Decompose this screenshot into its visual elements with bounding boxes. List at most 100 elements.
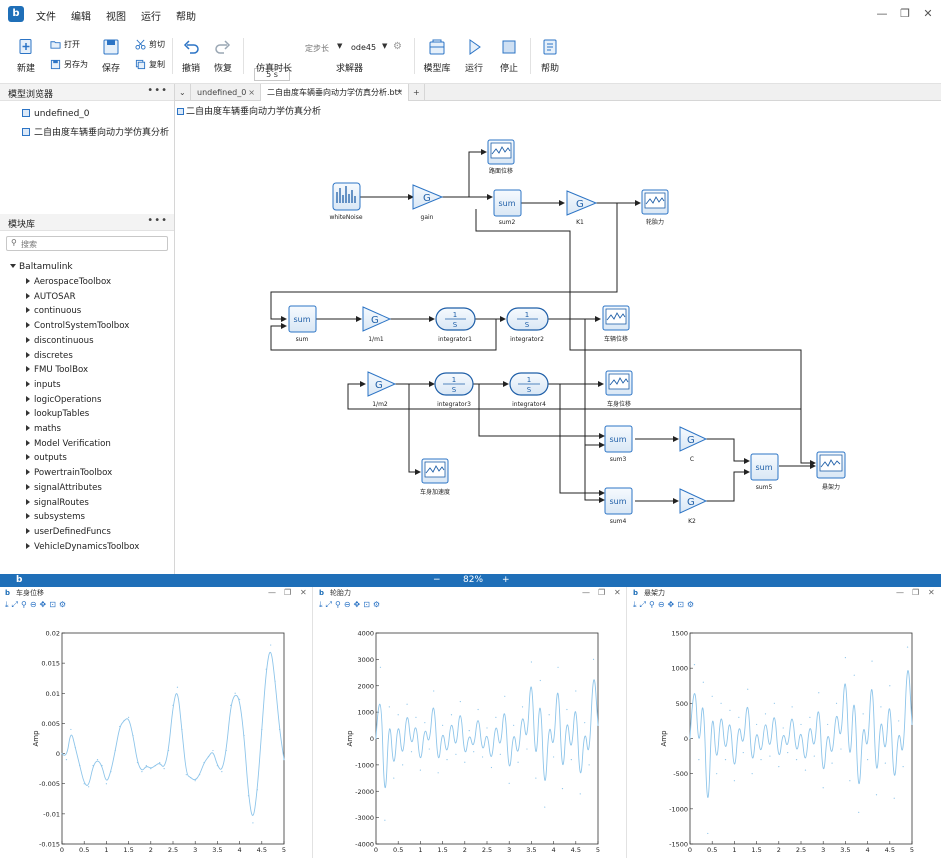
menu-help[interactable]: 帮助	[176, 12, 196, 23]
settings-icon[interactable]: ⚙	[372, 600, 384, 609]
fit-icon[interactable]: ⤢	[639, 600, 649, 609]
more-icon[interactable]: •••	[147, 85, 168, 96]
library-item[interactable]: discretes	[26, 351, 73, 361]
library-item[interactable]: userDefinedFuncs	[26, 527, 111, 537]
step-dropdown-icon[interactable]: ▼	[337, 42, 343, 50]
maximize-button[interactable]: ❐	[900, 7, 910, 20]
library-item[interactable]: PowertrainToolbox	[26, 468, 112, 478]
close-button[interactable]: ✕	[923, 7, 933, 20]
zoom-box-icon[interactable]: ⊡	[677, 600, 687, 609]
cut-button[interactable]: 剪切	[135, 39, 165, 50]
zoom-icon[interactable]: ⚲	[334, 600, 344, 609]
step-select[interactable]: 定步长	[305, 44, 329, 53]
fit-icon[interactable]: ⤢	[325, 600, 335, 609]
solver-dropdown-icon[interactable]: ▼	[382, 42, 388, 50]
tab-model[interactable]: 二自由度车辆垂向动力学仿真分析.bt*×	[261, 84, 409, 101]
road-displacement-scope[interactable]: 路面位移	[487, 139, 515, 175]
redo-button[interactable]: 恢复	[208, 38, 238, 74]
minimize-button[interactable]: —	[896, 588, 904, 597]
integrator2-block[interactable]: 1 S integrator2	[506, 307, 549, 343]
solver-select[interactable]: ode45	[351, 43, 377, 52]
zoom-icon[interactable]: ⚲	[648, 600, 658, 609]
library-item[interactable]: logicOperations	[26, 395, 101, 405]
menu-file[interactable]: 文件	[36, 12, 56, 23]
integrator4-block[interactable]: 1 S integrator4	[509, 372, 549, 408]
gain-block[interactable]: G gain	[412, 184, 444, 221]
settings-icon[interactable]: ⚙	[58, 600, 70, 609]
menu-run[interactable]: 运行	[141, 12, 161, 23]
close-tab-icon[interactable]: ×	[248, 88, 255, 97]
library-item[interactable]: inputs	[26, 380, 61, 390]
library-item[interactable]: discontinuous	[26, 336, 94, 346]
library-item[interactable]: FMU ToolBox	[26, 365, 88, 375]
library-item[interactable]: outputs	[26, 453, 67, 463]
library-search-input[interactable]: ⚲ 搜索	[6, 236, 168, 251]
pan-icon[interactable]: ✥	[353, 600, 364, 609]
integrator3-block[interactable]: 1 S integrator3	[434, 372, 474, 408]
zoom-out-icon[interactable]: ⊖	[29, 600, 40, 609]
zoom-in-button[interactable]: +	[502, 575, 510, 585]
new-button[interactable]: 新建	[11, 38, 41, 74]
browser-item-model[interactable]: 二自由度车辆垂向动力学仿真分析	[22, 125, 169, 138]
menu-view[interactable]: 视图	[106, 12, 126, 23]
menu-edit[interactable]: 编辑	[71, 12, 91, 23]
copy-button[interactable]: 复制	[135, 59, 165, 70]
close-button[interactable]: ✕	[300, 588, 307, 597]
sum-block[interactable]: sum sum	[288, 305, 317, 343]
maximize-button[interactable]: ❐	[598, 588, 606, 597]
help-button[interactable]: 帮助	[535, 38, 565, 74]
undo-button[interactable]: 撤销	[176, 38, 206, 74]
open-button[interactable]: 打开	[50, 39, 80, 50]
sum4-block[interactable]: sum sum4	[604, 487, 633, 525]
library-item[interactable]: VehicleDynamicsToolbox	[26, 542, 139, 552]
white-noise-block[interactable]: whiteNoise	[329, 182, 363, 221]
tab-undefined[interactable]: undefined_0×	[191, 84, 261, 101]
body-acceleration-scope[interactable]: 车身加速度	[420, 458, 450, 496]
run-button[interactable]: 运行	[459, 38, 489, 74]
suspension-force-scope[interactable]: 悬架力	[816, 451, 846, 491]
library-item[interactable]: subsystems	[26, 512, 85, 522]
maximize-button[interactable]: ❐	[912, 588, 920, 597]
export-icon[interactable]: ⤓	[319, 600, 326, 609]
sum5-block[interactable]: sum sum5	[750, 453, 779, 491]
library-item[interactable]: maths	[26, 424, 61, 434]
tire-force-scope[interactable]: 轮胎力	[641, 189, 669, 226]
tab-list-chevron-icon[interactable]: ⌄	[175, 84, 191, 101]
k2-gain-block[interactable]: G K2	[679, 488, 708, 525]
zoom-icon[interactable]: ⚲	[20, 600, 30, 609]
library-item[interactable]: Model Verification	[26, 439, 111, 449]
library-button[interactable]: 模型库	[422, 38, 452, 74]
sim-time-input[interactable]: 5 s	[254, 68, 290, 81]
save-button[interactable]: 保存	[96, 38, 126, 74]
maximize-button[interactable]: ❐	[284, 588, 292, 597]
sum2-block[interactable]: sum sum2	[493, 189, 522, 226]
gear-icon[interactable]: ⚙	[393, 41, 402, 52]
export-icon[interactable]: ⤓	[5, 600, 12, 609]
library-item[interactable]: continuous	[26, 306, 81, 316]
add-tab-button[interactable]: +	[409, 84, 425, 101]
c-gain-block[interactable]: G C	[679, 426, 708, 463]
wheel-displacement-scope[interactable]: 车辆位移	[602, 305, 630, 343]
library-root[interactable]: Baltamulink	[10, 262, 73, 272]
block-diagram-canvas[interactable]: whiteNoise G gain 路面位移 sum sum2 G K1	[175, 116, 941, 574]
library-item[interactable]: AerospaceToolbox	[26, 277, 111, 287]
close-tab-icon[interactable]: ×	[396, 88, 403, 97]
settings-icon[interactable]: ⚙	[686, 600, 698, 609]
k1-gain-block[interactable]: G K1	[566, 190, 598, 226]
inv-m2-gain-block[interactable]: G 1/m2	[367, 371, 397, 408]
more-icon[interactable]: •••	[147, 215, 168, 226]
library-item[interactable]: ControlSystemToolbox	[26, 321, 129, 331]
close-button[interactable]: ✕	[928, 588, 935, 597]
library-item[interactable]: signalRoutes	[26, 498, 89, 508]
browser-item-undefined[interactable]: undefined_0	[22, 109, 90, 119]
zoom-out-button[interactable]: −	[433, 575, 441, 585]
zoom-box-icon[interactable]: ⊡	[363, 600, 373, 609]
body-displacement-scope[interactable]: 车身位移	[605, 370, 633, 408]
stop-button[interactable]: 停止	[494, 38, 524, 74]
export-icon[interactable]: ⤓	[633, 600, 640, 609]
zoom-out-icon[interactable]: ⊖	[657, 600, 668, 609]
library-item[interactable]: signalAttributes	[26, 483, 102, 493]
